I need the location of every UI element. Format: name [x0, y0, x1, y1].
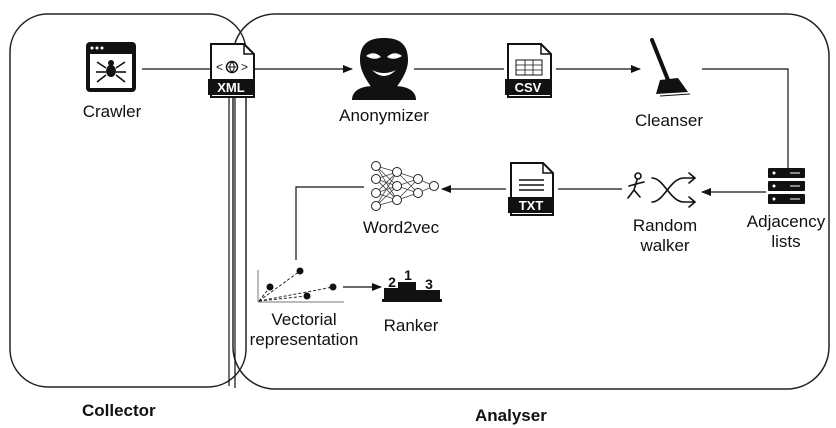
ranker-label: Ranker	[383, 316, 439, 335]
anonymizer-label: Anonymizer	[339, 106, 429, 125]
adjacency-label-line2: lists	[771, 232, 801, 251]
collector-box	[9, 13, 247, 388]
svg-text:>: >	[241, 60, 248, 74]
svg-text:XML: XML	[217, 80, 245, 95]
svg-text:CSV: CSV	[515, 80, 542, 95]
server-stack-icon	[768, 168, 805, 204]
random-walker-label-line1: Random	[632, 216, 698, 235]
broom-icon	[650, 38, 691, 97]
random-walk-icon	[627, 172, 697, 208]
svg-text:1: 1	[404, 267, 412, 283]
vectorial-label-line1: Vectorial	[271, 310, 337, 329]
vector-plot-icon	[257, 267, 344, 303]
neural-network-icon	[371, 161, 439, 211]
csv-file-icon: CSV	[505, 43, 552, 98]
txt-file-icon: TXT	[508, 162, 554, 216]
cleanser-label: Cleanser	[634, 111, 704, 130]
analyser-box	[232, 13, 830, 390]
xml-file-icon: < > XML	[208, 43, 255, 98]
mask-icon	[352, 38, 416, 100]
svg-text:<: <	[216, 60, 223, 74]
podium-icon: 2 1 3	[382, 267, 442, 302]
svg-text:2: 2	[388, 274, 396, 290]
edge-word2vec-vectorial	[295, 186, 364, 260]
svg-text:TXT: TXT	[519, 198, 544, 213]
word2vec-label: Word2vec	[362, 218, 440, 237]
collector-group-label: Collector	[82, 401, 156, 420]
vectorial-label-line2: representation	[249, 330, 359, 349]
random-walker-label-line2: walker	[640, 236, 690, 255]
analyser-group-label: Analyser	[475, 406, 547, 425]
adjacency-label-line1: Adjacency	[746, 212, 826, 231]
edge-cleanser-adjacency	[702, 68, 789, 170]
crawler-label: Crawler	[82, 102, 142, 121]
svg-text:3: 3	[425, 276, 433, 292]
browser-spider-icon	[86, 42, 136, 92]
